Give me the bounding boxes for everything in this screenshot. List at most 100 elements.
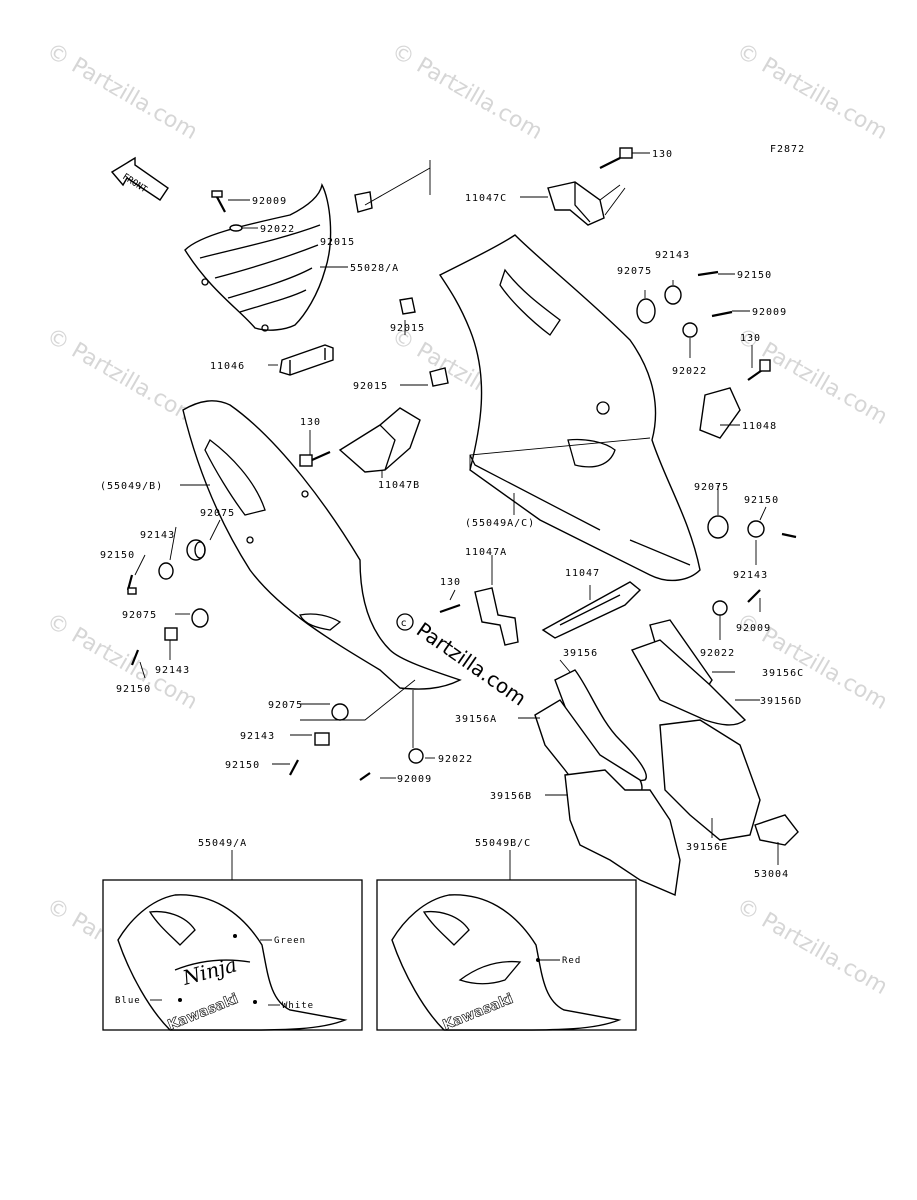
inset-55049bc: Kawasaki Red xyxy=(376,879,637,1034)
label-92015: 92015 xyxy=(390,323,425,334)
screw-icon xyxy=(126,574,137,595)
grommet-icon xyxy=(191,608,209,628)
washer-icon xyxy=(229,224,243,232)
label-11047b: 11047B xyxy=(378,480,420,491)
label-92075: 92075 xyxy=(694,482,729,493)
screw-icon xyxy=(697,270,719,277)
label-92075: 92075 xyxy=(268,700,303,711)
collar-icon xyxy=(164,627,178,641)
bolt-icon xyxy=(439,603,461,614)
screw-icon xyxy=(359,772,371,781)
label-92015: 92015 xyxy=(353,381,388,392)
label-11046: 11046 xyxy=(210,361,245,372)
label-53004: 53004 xyxy=(754,869,789,880)
label-130: 130 xyxy=(440,577,461,588)
label-92150: 92150 xyxy=(100,550,135,561)
screw-icon xyxy=(130,649,140,666)
clip-92015 xyxy=(399,297,416,315)
lower-cowl-right xyxy=(438,234,701,582)
lower-cowl-left xyxy=(182,400,462,690)
label-92022: 92022 xyxy=(438,754,473,765)
label-92143: 92143 xyxy=(140,530,175,541)
grommet-icon xyxy=(331,703,349,721)
label-92022: 92022 xyxy=(260,224,295,235)
label-92015: 92015 xyxy=(320,237,355,248)
label-39156a: 39156A xyxy=(455,714,497,725)
washer-icon xyxy=(408,748,424,764)
heat-shield-39156b xyxy=(564,769,681,897)
clip-92015 xyxy=(429,367,449,387)
label-92009: 92009 xyxy=(752,307,787,318)
label-92150: 92150 xyxy=(737,270,772,281)
heat-shield-39156e xyxy=(659,719,761,841)
figure-code: F2872 xyxy=(770,144,805,155)
label-39156c: 39156C xyxy=(762,668,804,679)
grommet-icon xyxy=(636,298,656,324)
inset-55049a: Ninja Kawasaki Green Blue White xyxy=(102,879,363,1034)
leader-lines xyxy=(134,152,779,880)
label-11047: 11047 xyxy=(565,568,600,579)
label-11047a: 11047A xyxy=(465,547,507,558)
watermark: © Partzilla.com xyxy=(42,324,202,431)
screw-icon xyxy=(711,310,733,318)
label-92150: 92150 xyxy=(116,684,151,695)
screw-icon xyxy=(747,589,761,603)
label-92150: 92150 xyxy=(225,760,260,771)
bracket-11048 xyxy=(699,387,741,439)
label-92143: 92143 xyxy=(240,731,275,742)
screw-icon xyxy=(781,532,797,539)
label-92009: 92009 xyxy=(736,623,771,634)
label-11047c: 11047C xyxy=(465,193,507,204)
grommet-icon xyxy=(186,539,206,561)
label-92075: 92075 xyxy=(200,508,235,519)
label-55049ac: (55049A/C) xyxy=(465,518,535,529)
bracket-11047c xyxy=(547,181,626,226)
label-92143: 92143 xyxy=(655,250,690,261)
label-39156d: 39156D xyxy=(760,696,802,707)
watermark: © Partzilla.com xyxy=(732,39,892,146)
svg-text:c: c xyxy=(401,618,407,629)
label-92143: 92143 xyxy=(155,665,190,676)
label-55049a: 55049/A xyxy=(198,838,247,849)
label-92022: 92022 xyxy=(672,366,707,377)
pad-53004 xyxy=(754,814,799,846)
label-130: 130 xyxy=(300,417,321,428)
watermark: © Partzilla.com xyxy=(42,609,202,716)
label-92009: 92009 xyxy=(397,774,432,785)
washer-icon xyxy=(682,322,698,338)
label-92150: 92150 xyxy=(744,495,779,506)
screw-icon xyxy=(211,190,226,213)
watermark: © Partzilla.com xyxy=(732,894,892,1001)
label-92075: 92075 xyxy=(122,610,157,621)
bracket-11047 xyxy=(541,581,642,639)
clip-92015 xyxy=(354,191,373,213)
label-39156: 39156 xyxy=(563,648,598,659)
label-39156b: 39156B xyxy=(490,791,532,802)
inset-a-color-blue: Blue xyxy=(115,996,141,1006)
bolt-icon xyxy=(599,147,633,169)
label-11048: 11048 xyxy=(742,421,777,432)
bracket-11046 xyxy=(279,344,334,376)
grommet-icon xyxy=(707,515,729,539)
collar-icon xyxy=(747,520,765,538)
washer-icon xyxy=(712,600,728,616)
collar-icon xyxy=(664,285,682,305)
label-92009: 92009 xyxy=(252,196,287,207)
watermark: © Partzilla.com xyxy=(42,39,202,146)
front-arrow-icon: FRONT xyxy=(110,156,169,201)
inset-a-color-green: Green xyxy=(274,936,306,946)
label-92022: 92022 xyxy=(700,648,735,659)
collar-icon xyxy=(314,732,330,746)
bolt-icon xyxy=(747,359,771,381)
label-92143: 92143 xyxy=(733,570,768,581)
bolt-icon xyxy=(299,450,331,467)
collar-icon xyxy=(158,562,174,580)
label-130: 130 xyxy=(740,333,761,344)
heat-shield-39156d xyxy=(630,639,747,726)
label-55049b: (55049/B) xyxy=(100,481,163,492)
inset-a-color-white: White xyxy=(282,1001,314,1011)
label-92075: 92075 xyxy=(617,266,652,277)
screw-icon xyxy=(289,759,299,776)
watermark: © Partzilla.com xyxy=(387,39,547,146)
